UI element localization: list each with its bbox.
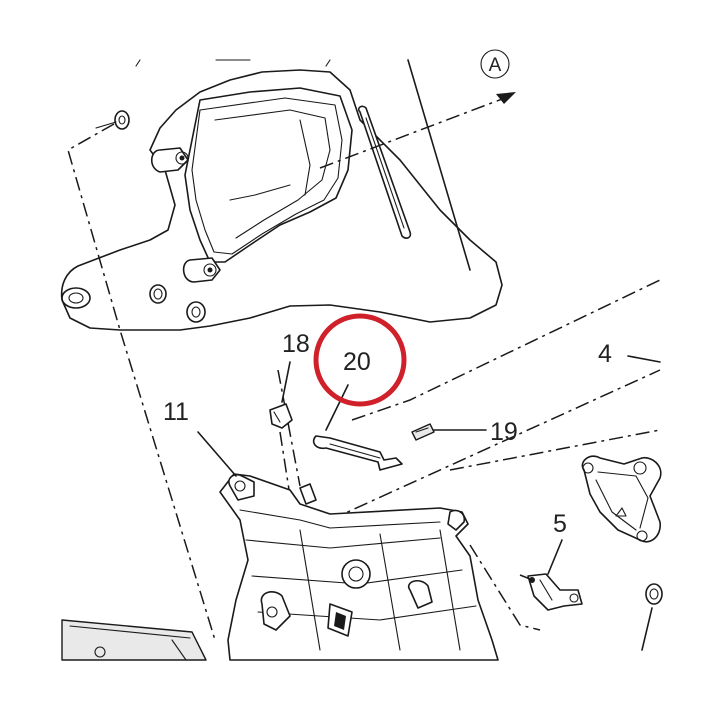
callout-20: 20 bbox=[343, 348, 371, 376]
callout-4: 4 bbox=[598, 340, 612, 368]
part-20-bracket bbox=[312, 384, 403, 471]
callout-19: 19 bbox=[490, 418, 518, 446]
callout-18: 18 bbox=[282, 330, 310, 358]
callout-4-leader bbox=[627, 355, 661, 363]
frame-bracket-assembly bbox=[60, 59, 503, 331]
highlight-circle-20 bbox=[313, 313, 407, 407]
part-5-sensor bbox=[527, 539, 583, 611]
upper-stud-fastener bbox=[95, 110, 130, 130]
view-a-arrow bbox=[496, 92, 516, 104]
lower-left-housing bbox=[61, 619, 207, 661]
view-marker-label: A bbox=[489, 55, 502, 76]
part-19-screw bbox=[411, 423, 487, 441]
part-4-sensor bbox=[581, 455, 662, 543]
callout-11: 11 bbox=[163, 398, 189, 426]
callout-5: 5 bbox=[553, 510, 567, 538]
view-marker-a: A bbox=[480, 49, 510, 79]
callout-labels: 18 20 4 11 19 5 bbox=[163, 330, 612, 538]
part-18-clip bbox=[269, 361, 293, 429]
lower-right-grommet bbox=[641, 583, 663, 651]
part-11-mounting-plate bbox=[197, 431, 499, 661]
